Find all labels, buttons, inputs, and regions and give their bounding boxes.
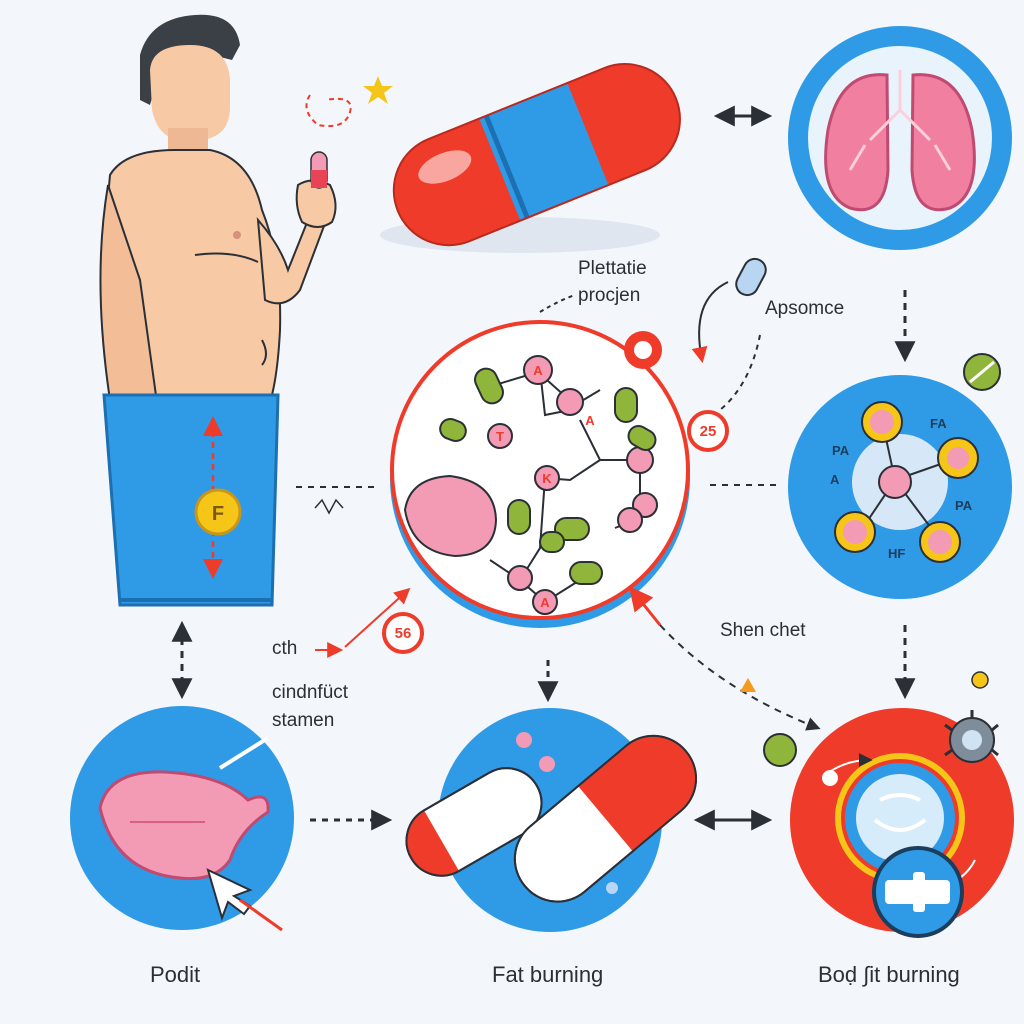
label-body-fat-burning: Boḍ ∫it burning <box>818 962 960 987</box>
fat-burning-illustration <box>405 708 698 932</box>
receptor-label-hf: HF <box>888 546 905 561</box>
label-plettatie: Plettatie <box>578 258 647 279</box>
molecule-node-k: K <box>542 471 552 486</box>
star-icon <box>363 76 393 104</box>
label-cindnfuct: cindnfüct <box>272 682 349 703</box>
receptor-label-fa: FA <box>930 416 947 431</box>
label-cth: cth <box>272 638 298 659</box>
molecule-node-a1: A <box>533 363 543 378</box>
big-capsule <box>380 63 681 253</box>
molecule-node-t: T <box>496 429 504 444</box>
small-pill-icon <box>735 257 767 297</box>
receptor-label-pa1: PA <box>832 443 850 458</box>
virus-icon <box>944 710 999 763</box>
label-shen-chet: Shen chet <box>720 620 806 641</box>
label-stamen: stamen <box>272 710 335 731</box>
badge-56: 56 <box>382 612 424 654</box>
man-figure: F <box>99 14 393 607</box>
stomach-illustration <box>70 706 294 932</box>
receptor-illustration: FA PA A PA HF <box>788 375 1012 599</box>
molecule-node-a3: A <box>540 595 550 610</box>
cursor-icon <box>206 868 253 922</box>
receptor-label-pa2: PA <box>955 498 973 513</box>
molecule-node-a2: A <box>585 413 595 428</box>
label-fat-burning: Fat burning <box>492 962 604 987</box>
body-burning-illustration <box>790 671 1014 938</box>
lungs-illustration <box>788 26 1012 250</box>
receptor-label-a: A <box>830 472 840 487</box>
coin-letter: F <box>212 503 224 525</box>
label-podit: Podit <box>150 962 201 987</box>
badge-25: 25 <box>687 410 729 452</box>
label-procjen: procjen <box>578 285 641 306</box>
label-apsomce: Apsomce <box>765 298 845 319</box>
molecule-circle: A T K A A <box>390 320 690 628</box>
